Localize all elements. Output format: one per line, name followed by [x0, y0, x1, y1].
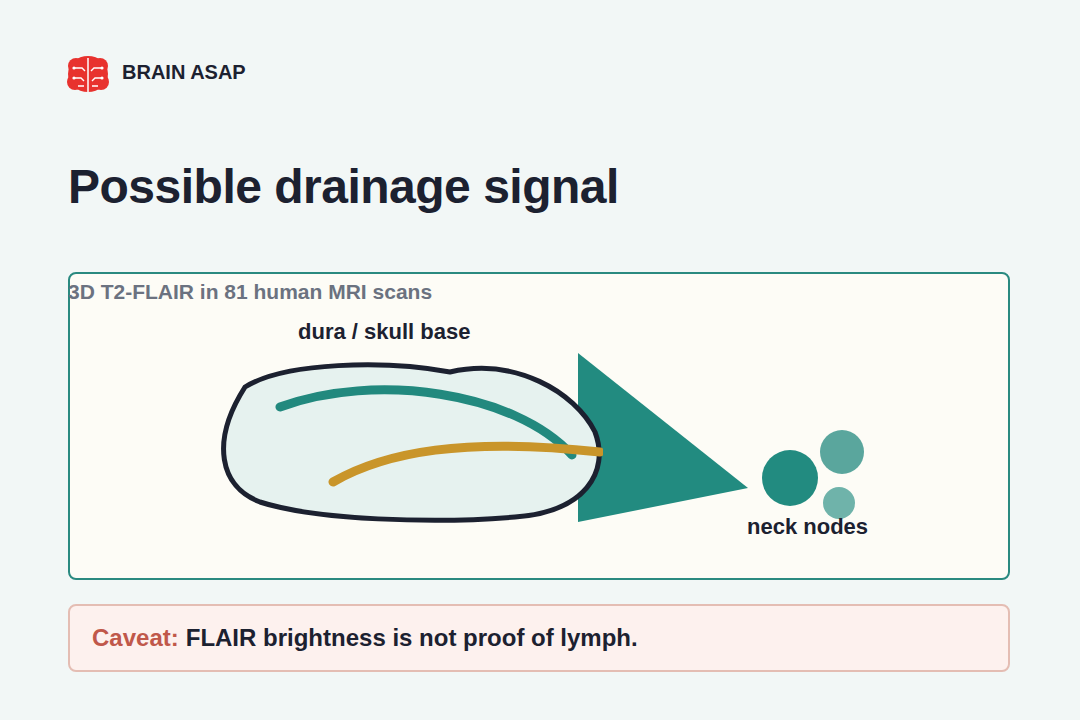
title: Possible drainage signal	[68, 159, 1080, 214]
caveat-text: FLAIR brightness is not proof of lymph.	[186, 624, 638, 652]
caveat-label: Caveat:	[92, 624, 179, 652]
caveat-box: Caveat:FLAIR brightness is not proof of …	[68, 604, 1010, 672]
dura-region: dura / skull base	[215, 352, 603, 524]
drainage-arrow	[578, 353, 748, 522]
brand-name: BRAIN ASAP	[122, 61, 1080, 84]
neck-node-cluster: neck nodes	[745, 425, 900, 545]
caption: 3D T2-FLAIR in 81 human MRI scans	[68, 280, 1080, 304]
dura-outline	[215, 352, 603, 524]
region-label: dura / skull base	[298, 319, 470, 345]
brain-logo	[66, 52, 110, 96]
node-label: neck nodes	[747, 514, 868, 540]
